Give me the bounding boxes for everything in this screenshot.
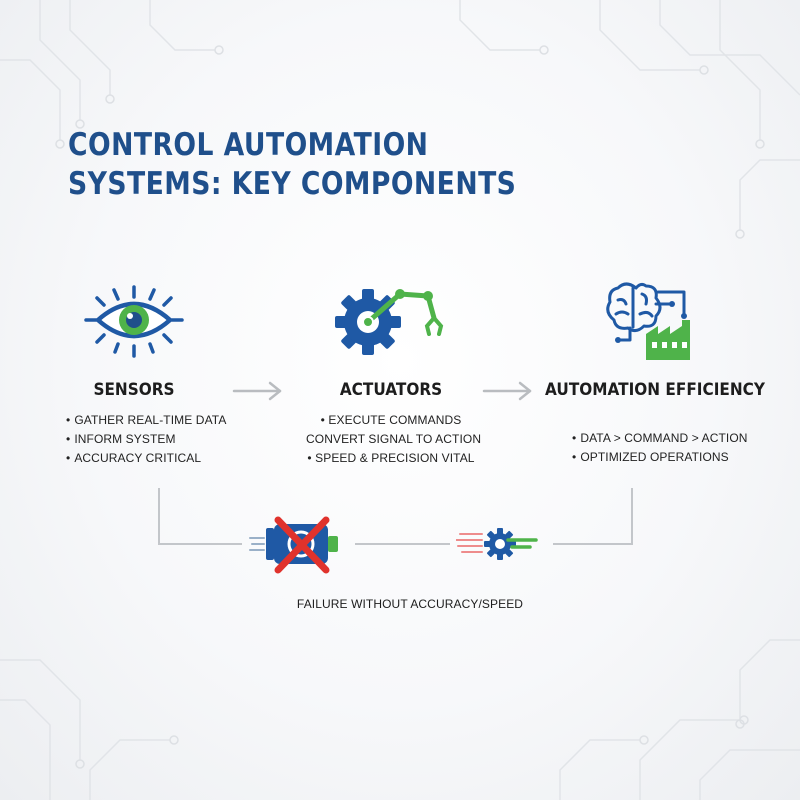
bullet-icon: • — [572, 450, 577, 464]
actuators-heading: ACTUATORS — [339, 380, 443, 400]
title-line-1: CONTROL AUTOMATION — [68, 127, 429, 163]
sensors-bullet-list: •GATHER REAL-TIME DATA •INFORM SYSTEM •A… — [66, 411, 226, 468]
arrow-right-icon — [482, 381, 532, 401]
crossed-out-motor-icon — [249, 516, 338, 574]
connector-line — [553, 543, 633, 545]
bullet-icon: • — [66, 413, 71, 427]
list-item: • EXECUTE COMMANDS — [320, 413, 462, 427]
arrow-right-icon — [232, 381, 282, 401]
list-item: •GATHER REAL-TIME DATA — [66, 413, 227, 427]
list-item: • SPEED & PRECISION VITAL — [307, 451, 475, 465]
connector-line — [158, 488, 160, 545]
sensors-heading: SENSORS — [93, 380, 175, 400]
eye-icon — [84, 285, 184, 358]
page-title: CONTROL AUTOMATION SYSTEMS: KEY COMPONEN… — [68, 126, 516, 204]
brain-factory-icon — [606, 282, 690, 360]
list-item: •INFORM SYSTEM — [66, 432, 176, 446]
bullet-icon: • — [66, 432, 71, 446]
gear-robot-arm-icon — [335, 289, 444, 355]
list-item: •ACCURACY CRITICAL — [66, 451, 202, 465]
failure-caption: FAILURE WITHOUT ACCURACY/SPEED — [296, 597, 524, 611]
connector-line — [158, 543, 242, 545]
fast-gear-icon — [456, 528, 538, 560]
connector-line — [355, 543, 450, 545]
actuators-bullet-list: • EXECUTE COMMANDS CONVERT SIGNAL TO ACT… — [306, 411, 482, 468]
list-item: CONVERT SIGNAL TO ACTION — [306, 432, 482, 446]
list-item: •DATA > COMMAND > ACTION — [572, 431, 748, 445]
bullet-icon: • — [572, 431, 577, 445]
connector-line — [631, 488, 633, 545]
list-item: •OPTIMIZED OPERATIONS — [572, 450, 729, 464]
automation-efficiency-heading: AUTOMATION EFFICIENCY — [545, 380, 765, 400]
efficiency-bullet-list: •DATA > COMMAND > ACTION •OPTIMIZED OPER… — [572, 429, 748, 467]
title-line-2: SYSTEMS: KEY COMPONENTS — [68, 166, 517, 202]
bullet-icon: • — [66, 451, 71, 465]
